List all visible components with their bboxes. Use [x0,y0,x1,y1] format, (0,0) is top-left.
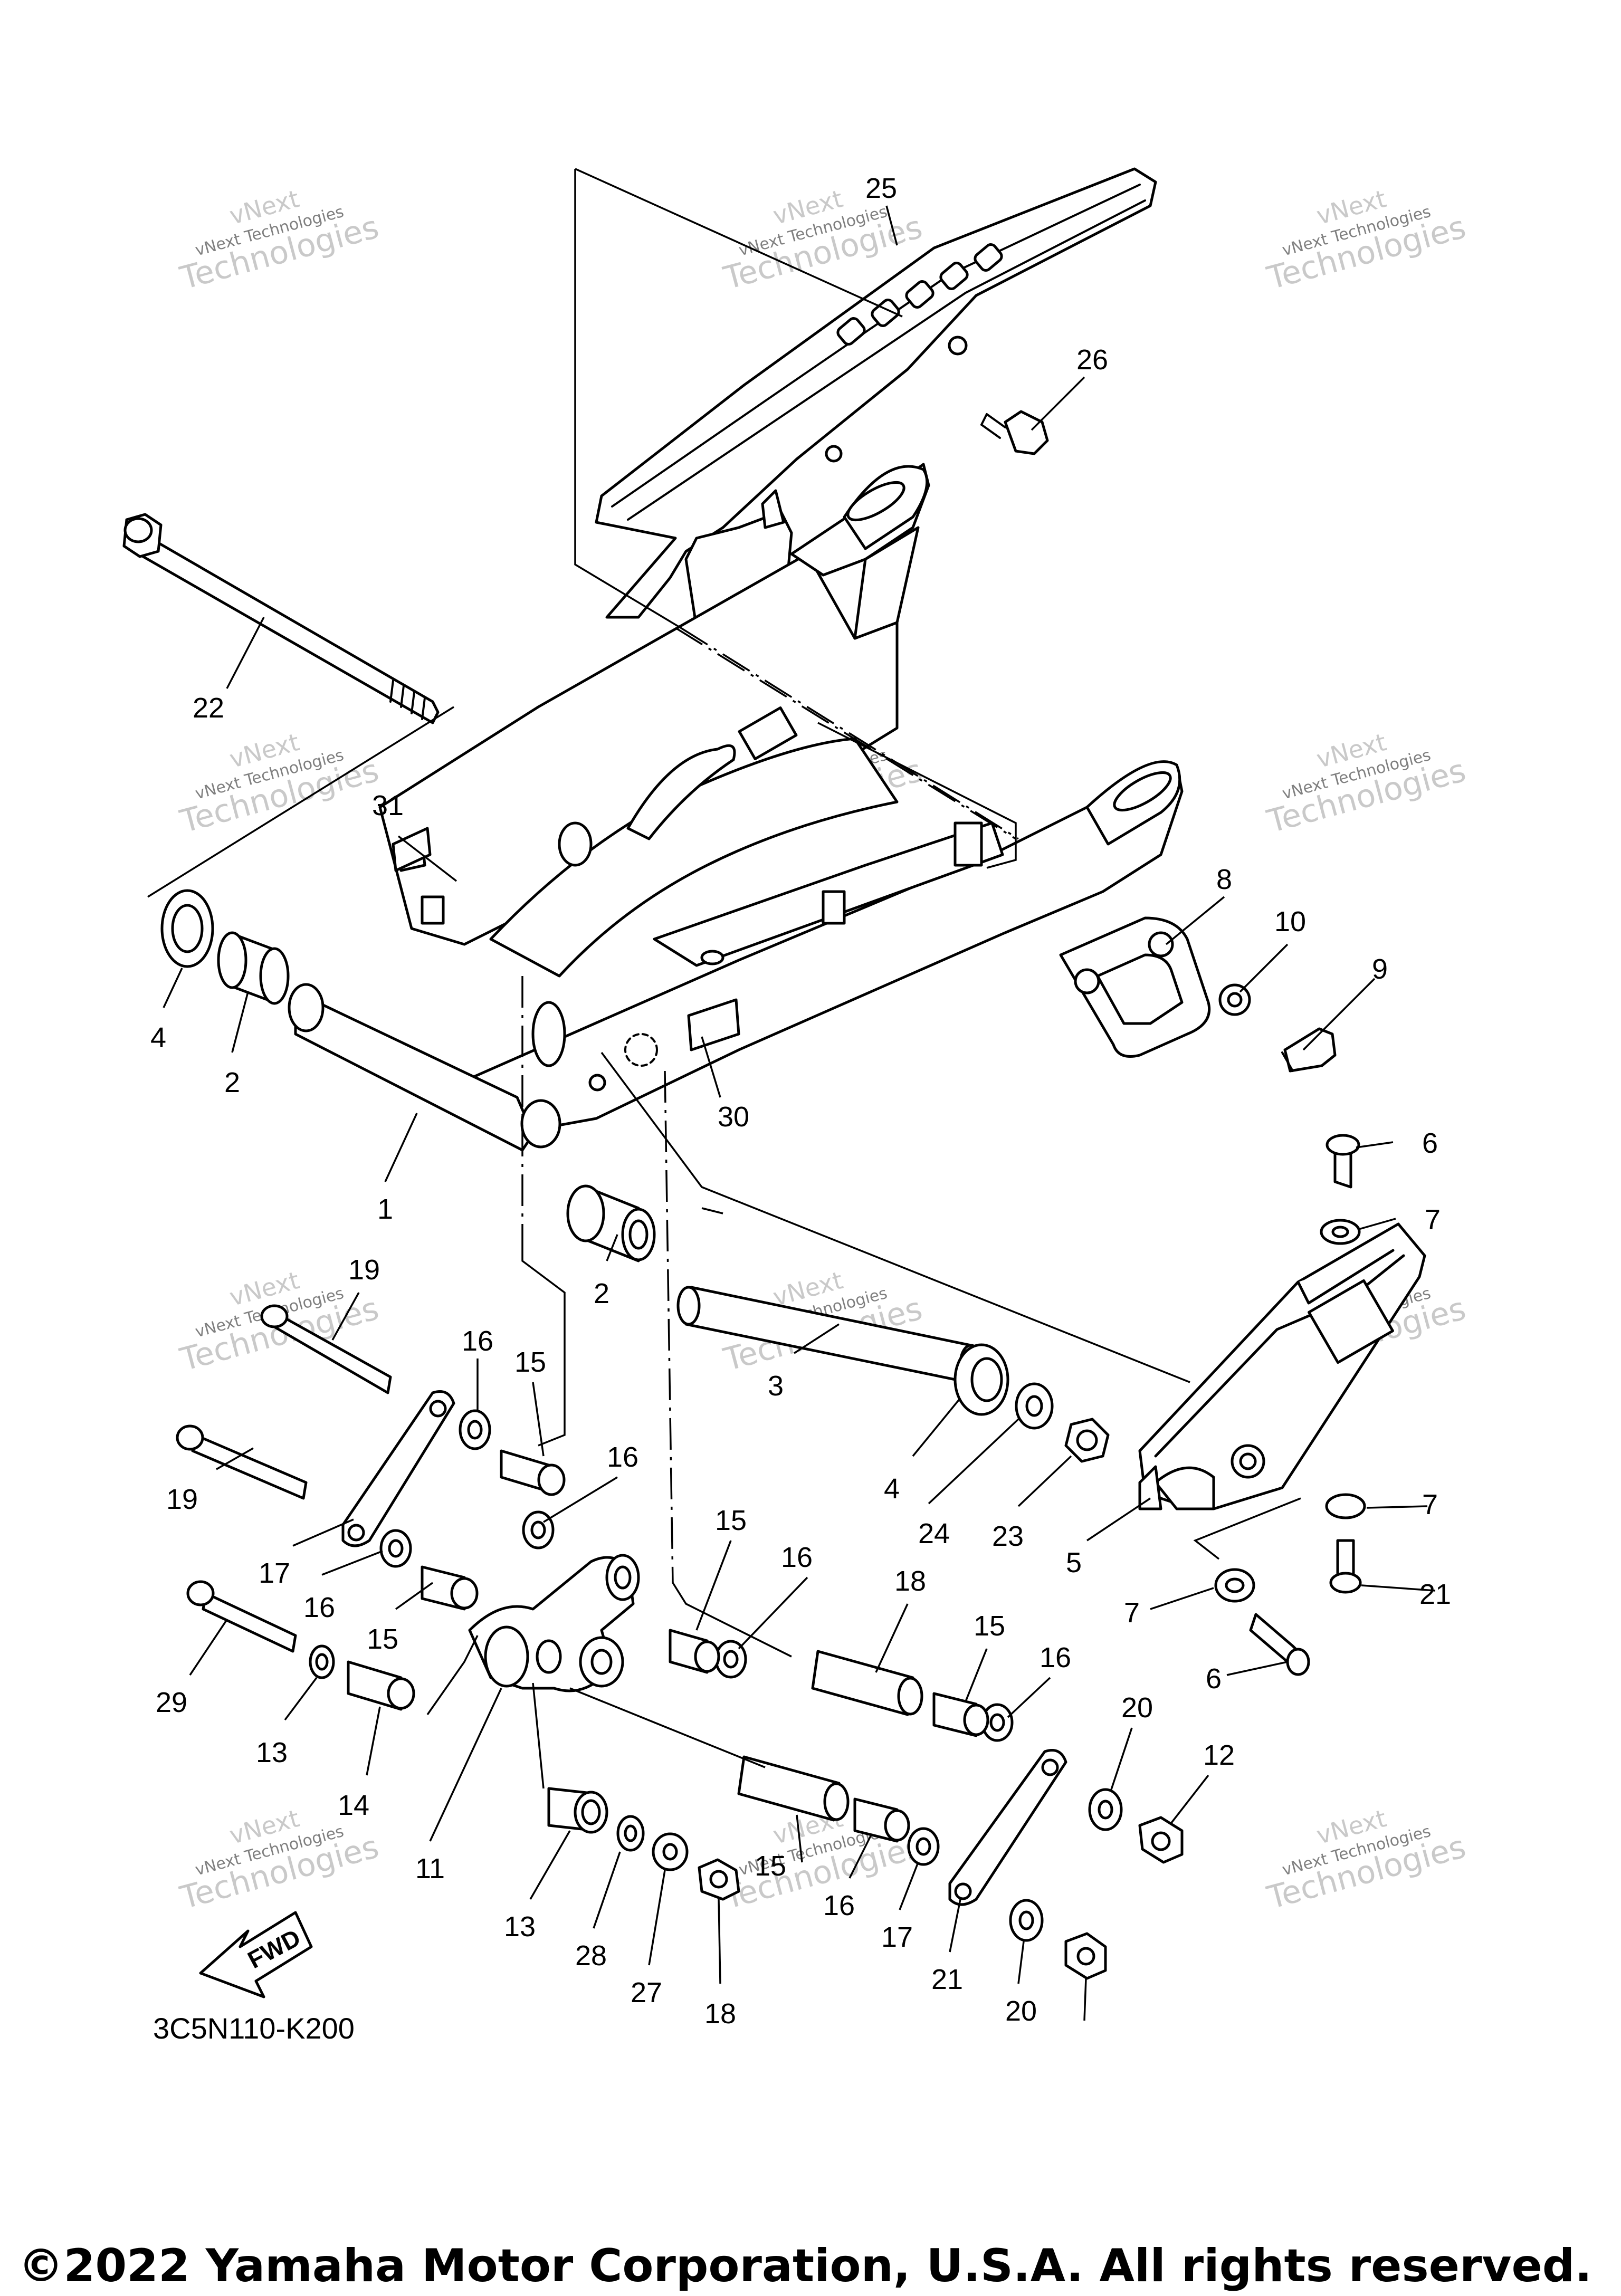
callout-19: 19 [348,1254,380,1286]
callout-31: 31 [372,790,404,821]
chain-guard [595,167,1157,635]
callout-numbers: 2526223181094230167191615231917161516151… [150,173,1451,2030]
callout-14: 14 [338,1790,369,1821]
callout-16: 16 [1040,1642,1071,1673]
callout-6: 6 [1206,1663,1222,1695]
label-stickers [392,827,432,872]
callout-20: 20 [1005,1995,1037,2027]
callout-24: 24 [918,1518,950,1549]
swingarm [288,463,1184,1152]
callout-15: 15 [367,1623,398,1655]
callout-21: 21 [1419,1578,1451,1610]
callout-29: 29 [156,1687,187,1718]
callout-18: 18 [894,1565,926,1597]
callout-17: 17 [259,1557,290,1589]
callout-15: 15 [715,1505,747,1536]
callout-22: 22 [193,692,224,724]
chain-puller-plate [1059,916,1337,1073]
callout-8: 8 [1216,864,1232,895]
assembly-lines [147,168,1301,1789]
callout-28: 28 [575,1940,607,1972]
callout-4: 4 [150,1022,166,1054]
callout-21: 21 [931,1964,963,1995]
callout-26: 26 [1076,344,1108,376]
callout-15: 15 [514,1346,546,1378]
callout-18: 18 [704,1998,736,2030]
chain-guard-bolt [980,410,1049,455]
bushings-and-washers [309,1409,1184,1980]
callout-2: 2 [594,1278,609,1309]
callout-20: 20 [1121,1692,1153,1724]
callout-15: 15 [974,1610,1005,1642]
callout-23: 23 [992,1520,1024,1552]
callout-13: 13 [504,1911,536,1943]
callout-leaders [163,205,1436,2021]
callout-25: 25 [865,173,897,204]
callout-4: 4 [884,1473,900,1505]
callout-3: 3 [768,1370,784,1402]
relay-arm [468,1554,640,1692]
linkage-links [341,1390,1067,1906]
linkage-bolts [176,1304,392,1653]
callout-16: 16 [607,1441,638,1473]
callout-11: 11 [415,1853,445,1884]
callout-30: 30 [718,1101,749,1133]
pivot-bearings [160,889,1110,1463]
callout-19: 19 [166,1484,198,1515]
callout-16: 16 [781,1542,813,1573]
callout-9: 9 [1372,953,1388,985]
copyright-notice: ©2022 Yamaha Motor Corporation, U.S.A. A… [18,2240,1593,2292]
callout-16: 16 [462,1325,493,1357]
callout-17: 17 [881,1921,913,1953]
adjuster-block [1138,1134,1426,1676]
pivot-shaft [122,513,440,724]
callout-6: 6 [1422,1127,1438,1159]
callout-7: 7 [1425,1204,1441,1236]
callout-13: 13 [256,1737,288,1768]
callout-1: 1 [377,1193,393,1225]
callout-16: 16 [303,1592,335,1623]
callout-16: 16 [823,1890,855,1921]
callout-12: 12 [1203,1739,1235,1771]
callout-15: 15 [755,1850,786,1882]
callout-27: 27 [631,1977,662,2008]
callout-5: 5 [1066,1547,1082,1578]
callout-10: 10 [1274,906,1306,937]
callout-7: 7 [1124,1597,1140,1629]
callout-2: 2 [224,1067,240,1098]
callout-7: 7 [1422,1489,1438,1520]
drawing-code: 3C5N110-K200 [153,2012,355,2045]
fwd-arrow-icon: FWD [199,1911,313,1998]
